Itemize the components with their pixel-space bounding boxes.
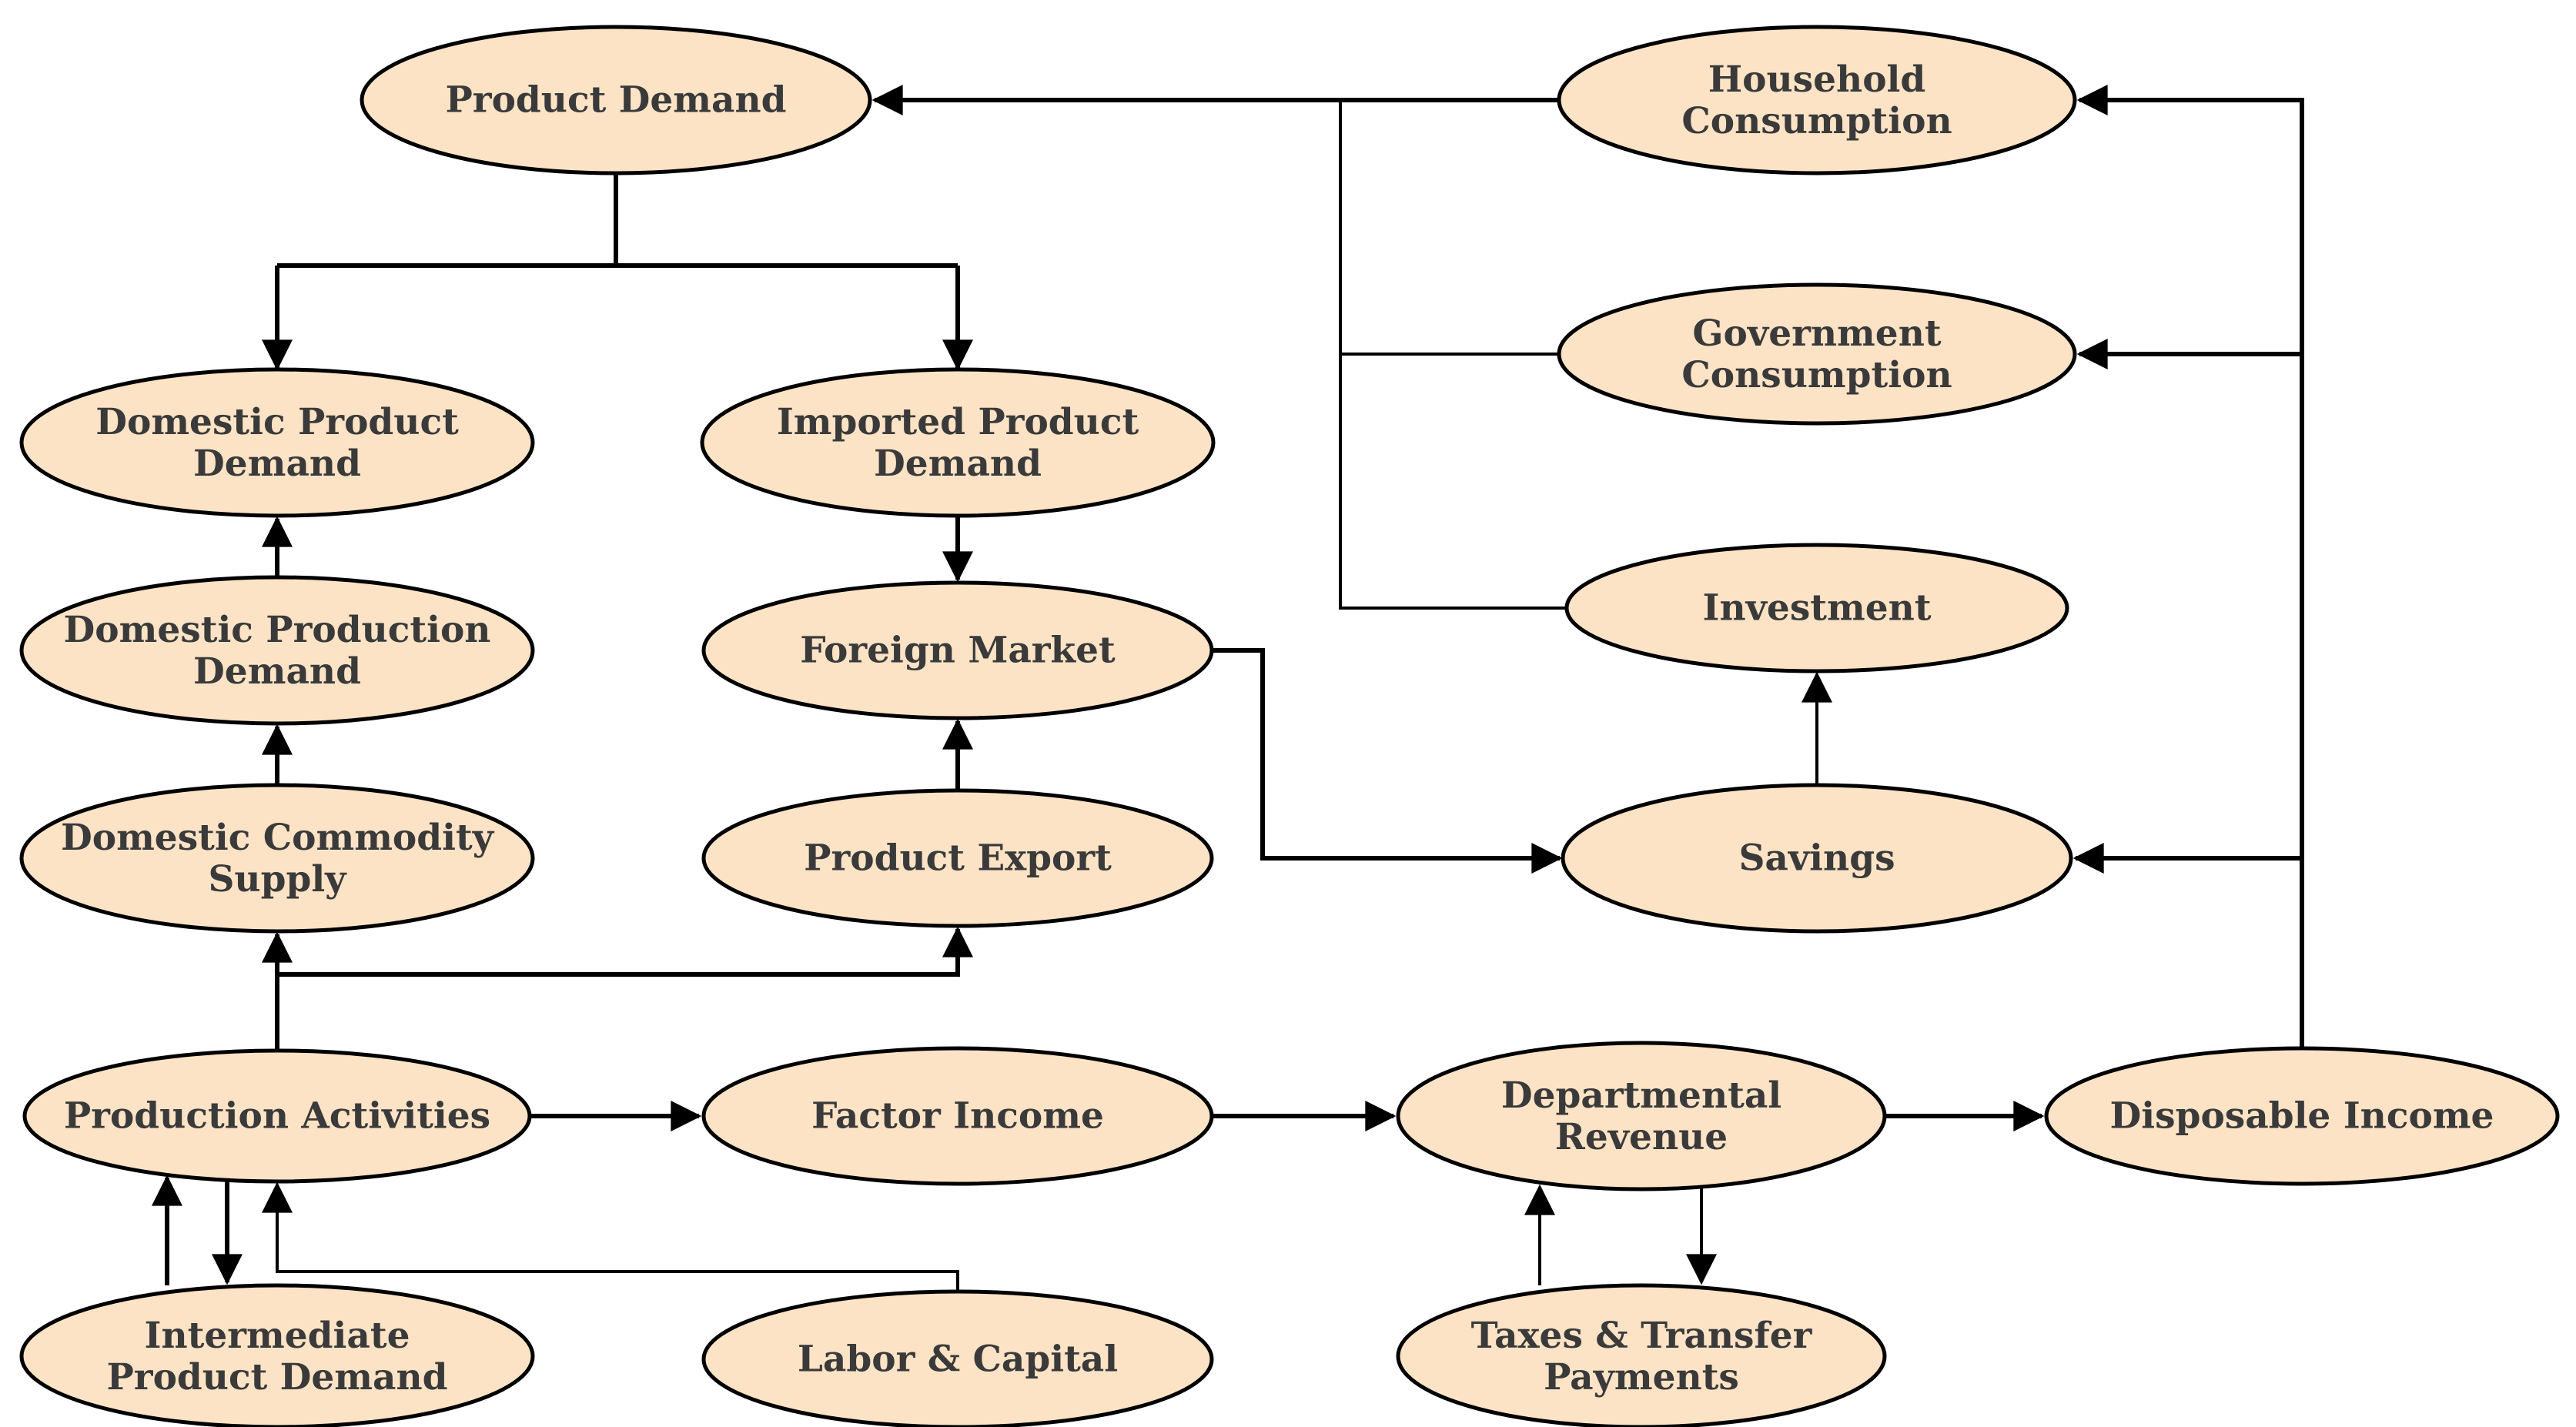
node-production-activities-label: Production Activities: [64, 1095, 490, 1138]
node-investment-label: Investment: [1702, 587, 1931, 630]
node-labor-capital-shape: [701, 1289, 1214, 1427]
node-product-export: Product Export: [701, 788, 1214, 928]
node-imported-product-demand-shape: [700, 367, 1216, 518]
node-foreign-market-shape: [701, 580, 1214, 720]
node-savings: Savings: [1561, 783, 2073, 934]
node-foreign-market: Foreign Market: [701, 580, 1214, 720]
node-foreign-market-label: Foreign Market: [800, 630, 1116, 672]
node-savings-shape: [1561, 783, 2073, 934]
edge-junction-line-investment: [1339, 100, 1565, 610]
node-product-demand-label: Product Demand: [445, 79, 786, 122]
node-domestic-product-demand-shape: [19, 367, 535, 518]
node-disposable-income-shape: [2044, 1046, 2560, 1186]
node-product-demand-shape: [360, 25, 872, 175]
node-product-export-shape: [701, 788, 1214, 928]
edge-production-activities-to-product-export: [277, 926, 973, 977]
node-factor-income-shape: [701, 1046, 1214, 1186]
node-labor-capital-label: Labor & Capital: [798, 1338, 1118, 1381]
node-product-export-label: Product Export: [804, 837, 1112, 880]
node-disposable-income-label: Disposable Income: [2110, 1095, 2494, 1138]
node-investment-shape: [1564, 543, 2069, 673]
node-factor-income: Factor Income: [701, 1046, 1214, 1186]
node-disposable-income: Disposable Income: [2044, 1046, 2560, 1186]
node-product-demand: Product Demand: [360, 25, 872, 175]
edges: [152, 85, 2304, 1292]
node-labor-capital: Labor & Capital: [701, 1289, 1214, 1427]
node-production-activities-shape: [22, 1048, 532, 1184]
node-savings-label: Savings: [1738, 837, 1895, 880]
edge-disposable-income-to-household-consumption: [2076, 85, 2304, 1047]
node-government-consumption-shape: [1557, 282, 2077, 426]
edge-labor-capital-to-production-activities: [262, 1181, 959, 1292]
node-production-activities: Production Activities: [22, 1048, 532, 1184]
node-departmental-revenue-shape: [1396, 1041, 1887, 1191]
node-factor-income-label: Factor Income: [811, 1095, 1104, 1138]
node-domestic-production-demand-shape: [19, 575, 535, 726]
node-intermediate-product-demand-shape: [19, 1283, 535, 1427]
node-investment: Investment: [1564, 543, 2069, 673]
edge-foreign-market-to-savings: [1212, 648, 1563, 874]
node-domestic-commodity-supply-shape: [19, 783, 535, 934]
node-household-consumption-shape: [1557, 25, 2077, 175]
node-taxes-transfer-payments-shape: [1396, 1283, 1887, 1427]
